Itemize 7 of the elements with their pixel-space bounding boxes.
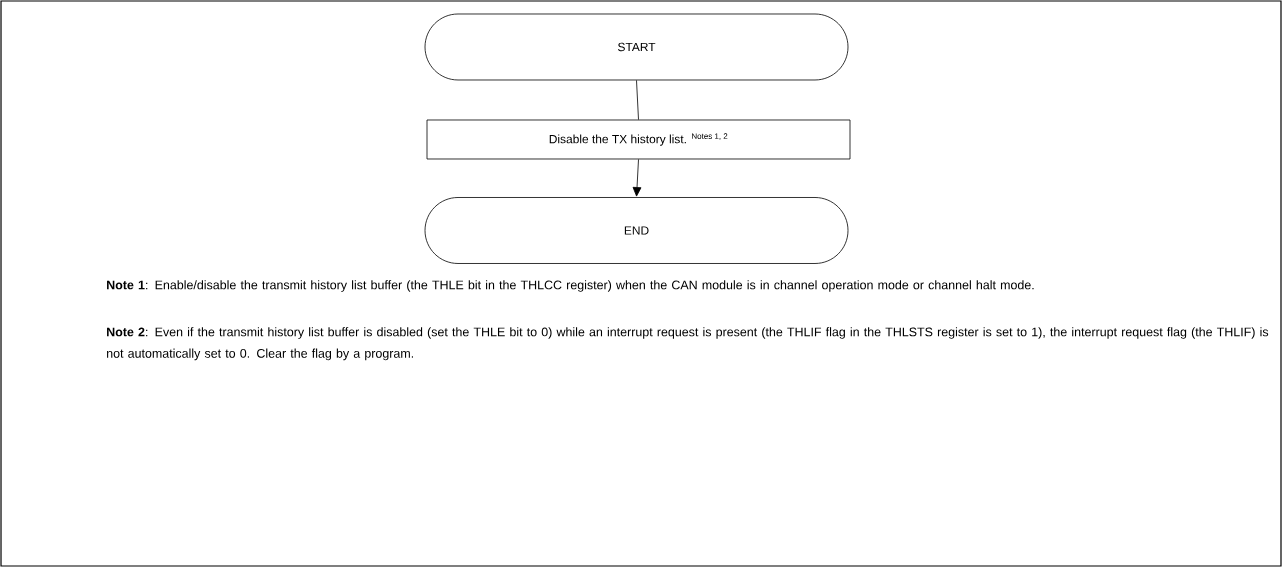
arrow [632, 159, 642, 197]
note-text: Note 1: Enable/disable the transmit history list buffer (the THLE bit in the THLCC register) when the CAN module is in channel operation mode or channel halt mode. [107, 280, 1034, 292]
connector-line [636, 80, 639, 120]
terminal-pill: START [424, 13, 849, 81]
terminal-pill: END [424, 197, 849, 264]
process-box: Disable the TX history list. $^{Notes 1, 2}$ [426, 119, 851, 160]
note-text: Note 2: Even if the transmit history list buffer is disabled (set the THLE bit to 0) while an interrupt request is present (the THLIF flag in the THLSTS register is set to 1), the interrupt request flag (the THLIF) is not automatically set to 0. Clear the flag by a program. [107, 327, 1269, 361]
